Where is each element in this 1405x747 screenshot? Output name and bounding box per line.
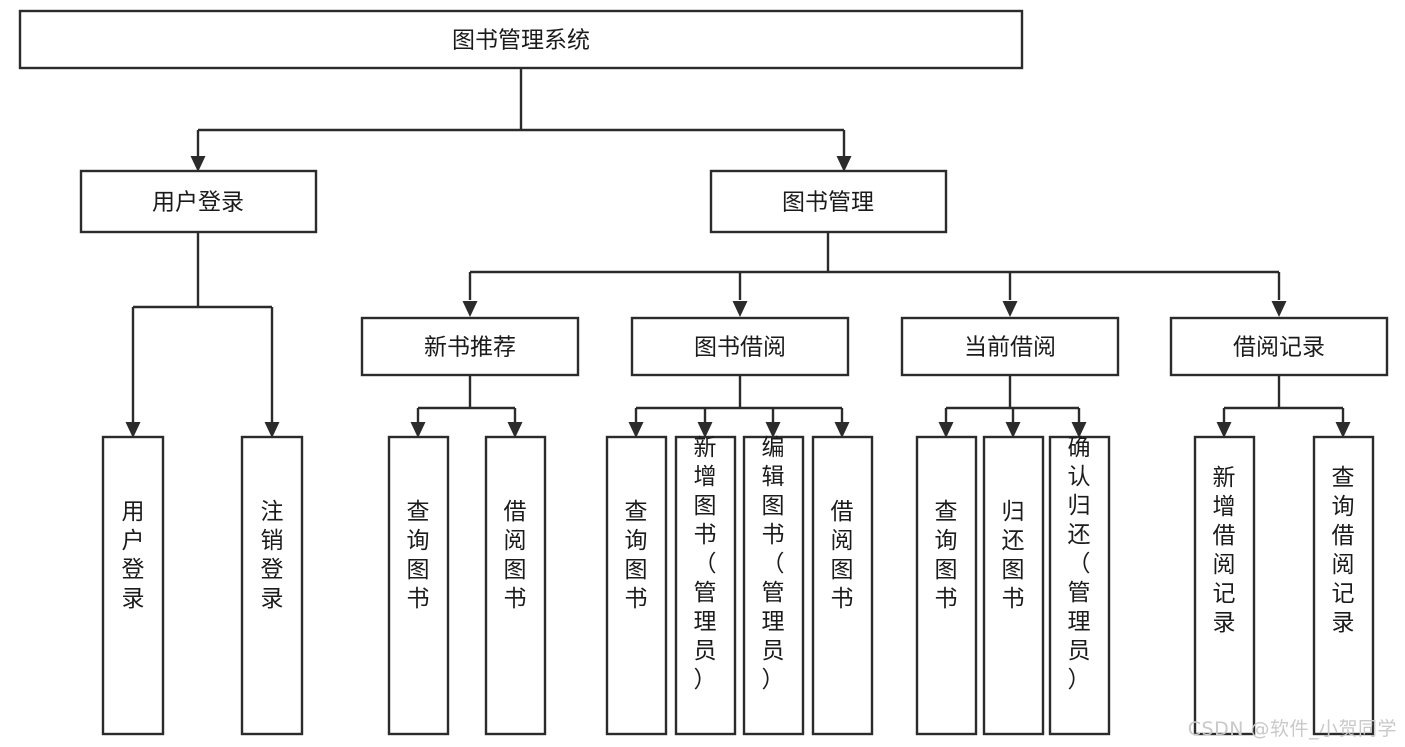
node-root-label: 图书管理系统 xyxy=(452,28,590,54)
node-new-book-recommend[interactable]: 新书推荐 xyxy=(360,316,580,377)
leaf-current-borrow-3[interactable]: 确认归还（管理员） xyxy=(1048,435,1111,736)
leaf-book-borrow-4[interactable]: 借阅图书 xyxy=(811,435,874,736)
leaf-label: 借阅图书 xyxy=(504,499,527,612)
leaf-label: 查询图书 xyxy=(935,499,958,612)
node-new-book-recommend-label: 新书推荐 xyxy=(424,335,516,361)
arrow-to-leaf xyxy=(938,422,954,438)
node-borrow-record[interactable]: 借阅记录 xyxy=(1169,316,1389,377)
arrow-to-leaf xyxy=(834,422,850,438)
arrow-to-leaf xyxy=(1005,422,1021,438)
leaf-current-borrow-2[interactable]: 归还图书 xyxy=(982,435,1045,736)
arrow-to-leaf xyxy=(507,422,523,438)
connector-current-borrow-to-leaves xyxy=(938,375,1087,438)
leaf-current-borrow-1[interactable]: 查询图书 xyxy=(915,435,978,736)
leaf-label: 用户登录 xyxy=(122,499,145,612)
arrow-to-leaf xyxy=(1216,422,1232,438)
leaf-label: 查询借阅记录 xyxy=(1332,465,1355,636)
watermark: CSDN @软件_小贺同学 xyxy=(1187,718,1397,740)
leaf-new-book-2[interactable]: 借阅图书 xyxy=(484,435,547,736)
node-book-manage[interactable]: 图书管理 xyxy=(709,169,948,234)
leaf-user-login-1[interactable]: 用户登录 xyxy=(101,435,165,736)
node-root[interactable]: 图书管理系统 xyxy=(18,9,1024,70)
arrow-to-borrow-record xyxy=(1271,301,1287,317)
leaf-book-borrow-2[interactable]: 新增图书（管理员） xyxy=(674,435,737,736)
leaf-label: 注销登录 xyxy=(261,499,284,612)
leaf-new-book-1[interactable]: 查询图书 xyxy=(387,435,450,736)
leaf-borrow-record-2[interactable]: 查询借阅记录 xyxy=(1312,435,1375,736)
arrow-to-book-borrow xyxy=(732,301,748,317)
connector-new-book-to-leaves xyxy=(410,375,523,438)
arrow-to-book-manage xyxy=(836,156,852,172)
leaf-book-borrow-1[interactable]: 查询图书 xyxy=(605,435,668,736)
node-user-login[interactable]: 用户登录 xyxy=(79,169,318,234)
arrow-to-current-borrow xyxy=(1002,301,1018,317)
node-book-borrow[interactable]: 图书借阅 xyxy=(630,316,850,377)
leaf-label: 新增借阅记录 xyxy=(1213,465,1236,636)
arrow-to-leaf xyxy=(1335,422,1351,438)
node-user-login-label: 用户登录 xyxy=(152,190,244,216)
node-current-borrow-label: 当前借阅 xyxy=(964,335,1056,361)
arrow-to-leaf xyxy=(125,422,141,438)
leaf-label: 编辑图书（管理员） xyxy=(762,435,785,693)
leaf-label: 确认归还（管理员） xyxy=(1068,435,1091,693)
leaf-borrow-record-1[interactable]: 新增借阅记录 xyxy=(1193,435,1256,736)
connector-root-to-level2 xyxy=(190,68,852,172)
node-book-manage-label: 图书管理 xyxy=(782,190,874,216)
arrow-to-leaf xyxy=(410,422,426,438)
leaf-book-borrow-3[interactable]: 编辑图书（管理员） xyxy=(742,435,805,736)
leaf-label: 归还图书 xyxy=(1002,499,1025,612)
leaf-label: 借阅图书 xyxy=(831,499,854,612)
connector-book-borrow-to-leaves xyxy=(628,375,850,438)
connector-book-manage-to-level3 xyxy=(462,232,1287,317)
leaf-label: 查询图书 xyxy=(625,499,648,612)
leaf-user-login-2[interactable]: 注销登录 xyxy=(240,435,304,736)
connector-borrow-record-to-leaves xyxy=(1216,375,1351,438)
node-borrow-record-label: 借阅记录 xyxy=(1233,335,1325,361)
arrow-to-leaf xyxy=(628,422,644,438)
leaf-label: 查询图书 xyxy=(407,499,430,612)
connector-user-login-to-leaves xyxy=(125,232,280,438)
arrow-to-user-login xyxy=(190,156,206,172)
node-book-borrow-label: 图书借阅 xyxy=(694,335,786,361)
arrow-to-new-book xyxy=(462,301,478,317)
arrow-to-leaf xyxy=(264,422,280,438)
node-current-borrow[interactable]: 当前借阅 xyxy=(900,316,1120,377)
leaf-label: 新增图书（管理员） xyxy=(694,435,717,693)
